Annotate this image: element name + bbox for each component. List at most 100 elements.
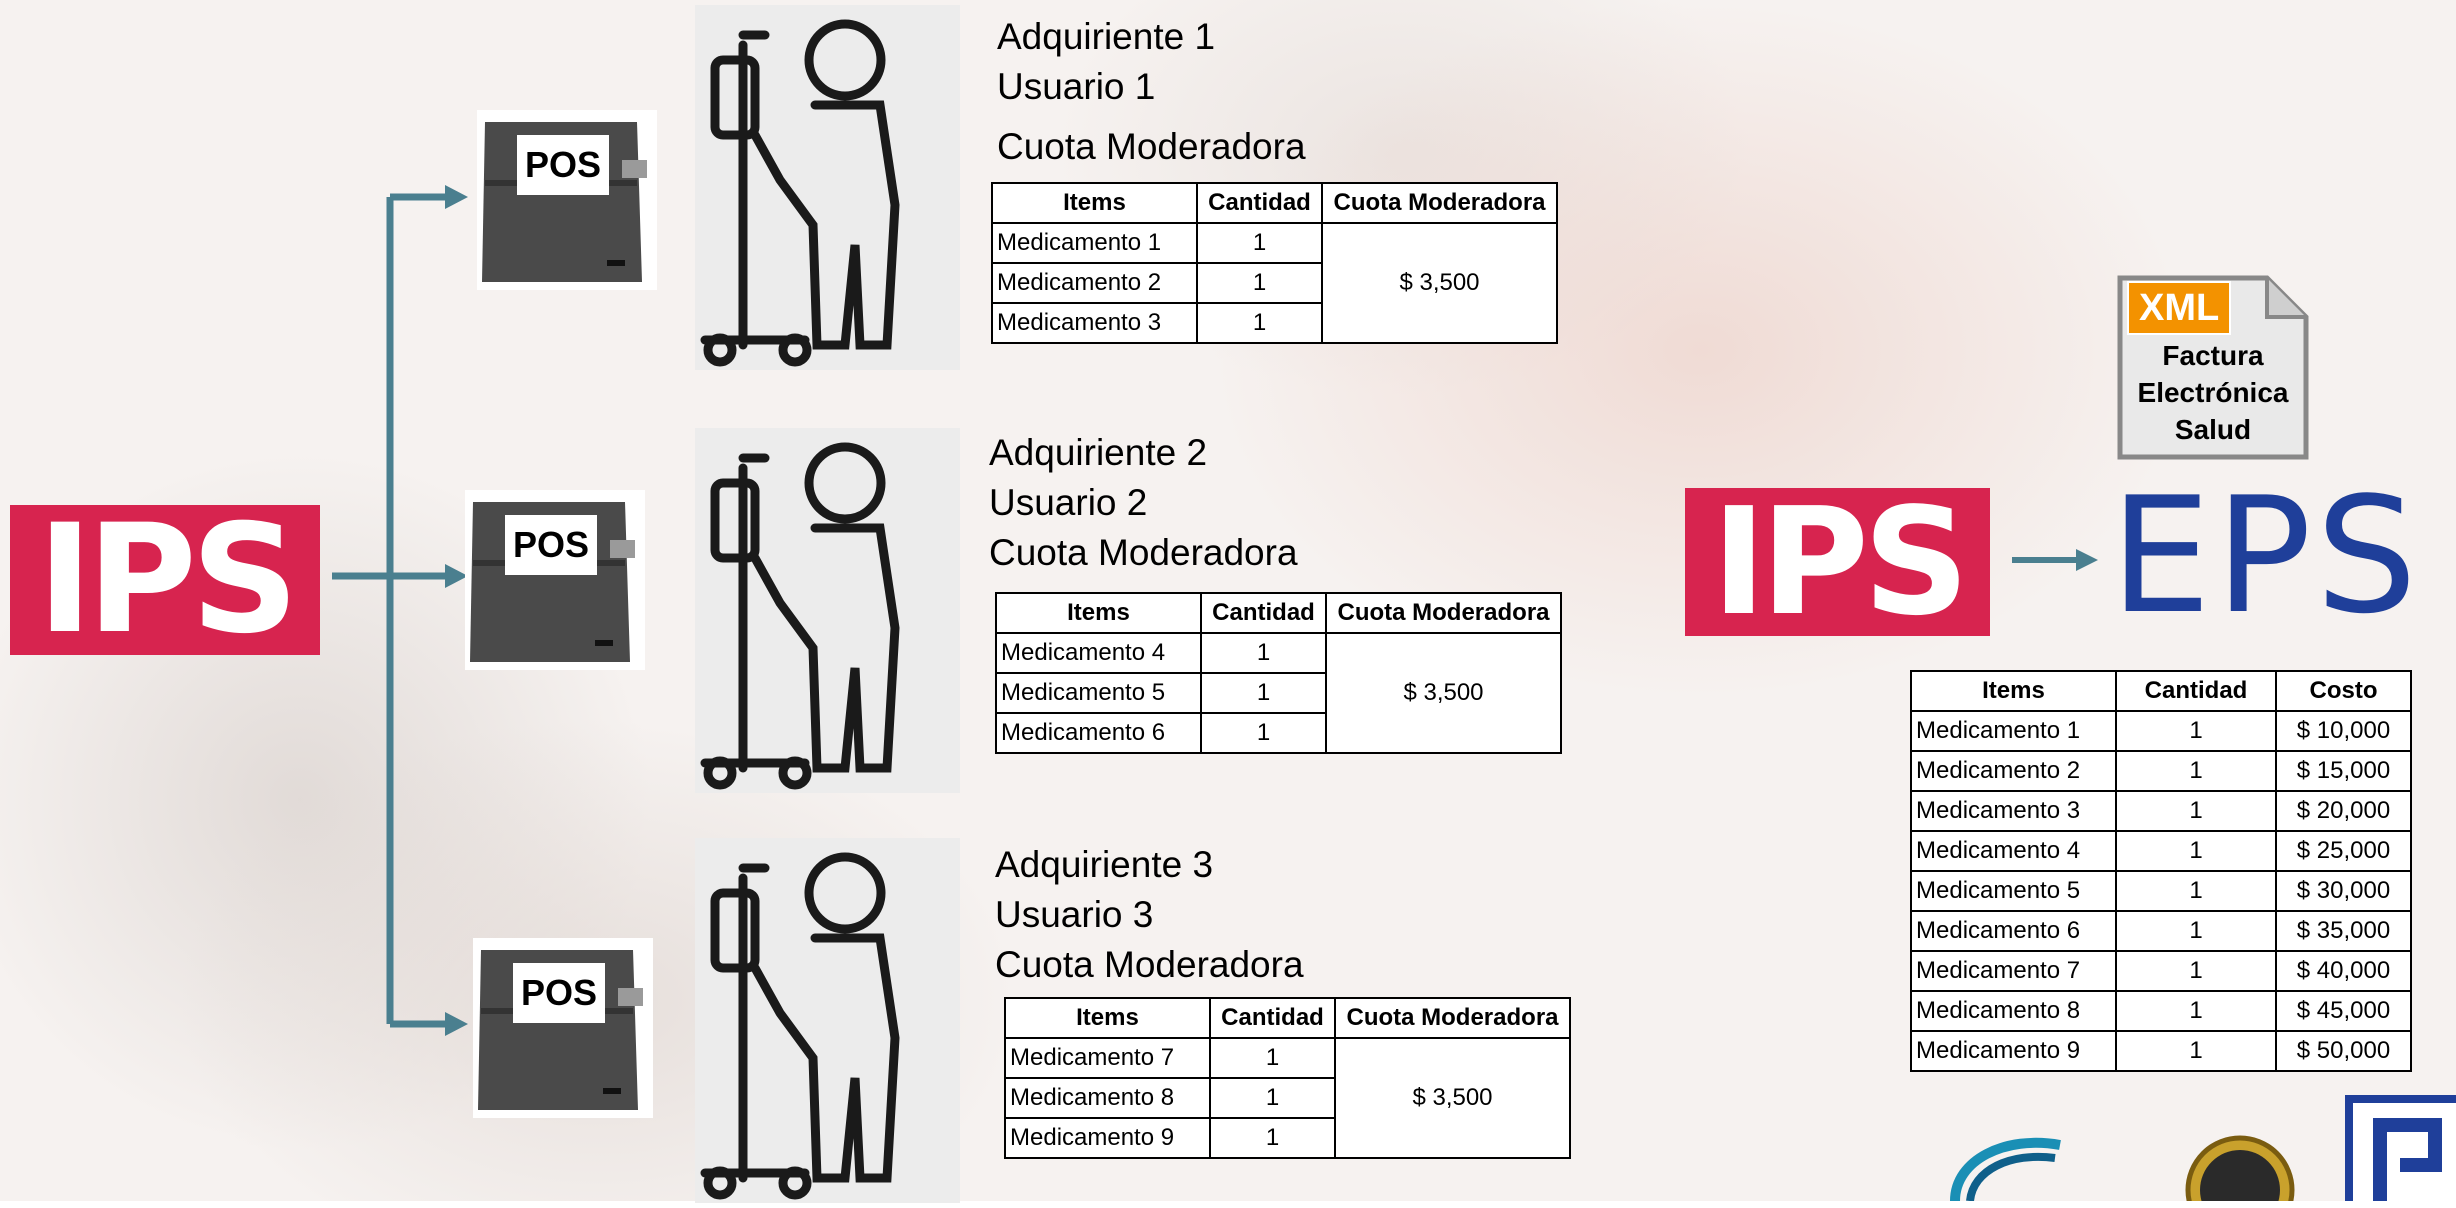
table-row: Medicamento 2 1	[991, 262, 1557, 304]
item-cell: Medicamento 2	[991, 262, 1198, 304]
qty-cell: 1	[2115, 910, 2277, 952]
qty-cell: 1	[1196, 262, 1323, 304]
connector-arrows	[332, 185, 468, 1036]
user-name: Usuario 2	[989, 482, 1148, 523]
item-cell: Medicamento 4	[1910, 830, 2117, 872]
header-items: Items	[1004, 997, 1211, 1039]
header-cantidad: Cantidad	[1209, 997, 1336, 1039]
item-cell: Medicamento 8	[1910, 990, 2117, 1032]
cost-cell: $ 25,000	[2275, 830, 2412, 872]
table-row: Medicamento 5 1	[995, 672, 1561, 714]
cost-cell: $ 10,000	[2275, 710, 2412, 752]
cost-cell: $ 35,000	[2275, 910, 2412, 952]
item-cell: Medicamento 5	[1910, 870, 2117, 912]
qty-cell: 1	[1200, 632, 1327, 674]
acquirer-2-info: Adquiriente 2 Usuario 2 Cuota Moderadora	[989, 428, 1298, 578]
ips-logo-text: IPS	[1711, 476, 1969, 648]
header-cuota: Cuota Moderadora	[1334, 997, 1571, 1039]
xml-caption-line1: Factura	[2162, 340, 2264, 371]
user-name: Usuario 1	[997, 66, 1156, 107]
user-name: Usuario 3	[995, 894, 1154, 935]
table-row: Medicamento 4 1 $ 3,500	[995, 632, 1562, 754]
fee-title: Cuota Moderadora	[995, 944, 1304, 985]
table-row: Medicamento 9 1	[1004, 1117, 1570, 1159]
cost-cell: $ 20,000	[2275, 790, 2412, 832]
acquirer-3-info: Adquiriente 3 Usuario 3 Cuota Moderadora	[995, 840, 1304, 990]
qty-cell: 1	[1196, 222, 1323, 264]
swoosh-logo	[1950, 1137, 2061, 1201]
qty-cell: 1	[1196, 302, 1323, 344]
fee-cell: $ 3,500	[1325, 632, 1562, 754]
ips-logo: IPS	[10, 493, 320, 667]
item-cell: Medicamento 7	[1004, 1037, 1211, 1079]
header-cantidad: Cantidad	[2115, 670, 2277, 712]
cost-cell: $ 40,000	[2275, 950, 2412, 992]
corner-logo	[2345, 1095, 2456, 1201]
header-costo: Costo	[2275, 670, 2412, 712]
item-cell: Medicamento 3	[1910, 790, 2117, 832]
acquirer-1-info: Adquiriente 1 Usuario 1 Cuota Moderadora	[997, 12, 1306, 172]
pos-printer-3: POS	[473, 938, 653, 1118]
eps-logo-text: EPS	[2110, 461, 2422, 649]
item-cell: Medicamento 8	[1004, 1077, 1211, 1119]
table-row: Medicamento 8 1	[1004, 1077, 1570, 1119]
qty-cell: 1	[2115, 1030, 2277, 1072]
patient-icon-3	[695, 838, 960, 1203]
acquirer-name: Adquiriente 3	[995, 844, 1214, 885]
item-cell: Medicamento 2	[1910, 750, 2117, 792]
table-row: Medicamento 3 1	[991, 302, 1557, 344]
acquirer-1-table: Items Cantidad Cuota Moderadora Medicame…	[991, 182, 1558, 344]
acquirer-2-table: Items Cantidad Cuota Moderadora Medicame…	[995, 592, 1562, 754]
xml-caption: Factura Electrónica Salud	[2117, 337, 2309, 448]
qty-cell: 1	[1200, 712, 1327, 754]
header-cantidad: Cantidad	[1196, 182, 1323, 224]
fee-title: Cuota Moderadora	[989, 532, 1298, 573]
header-items: Items	[991, 182, 1198, 224]
ips-logo-text: IPS	[37, 493, 299, 667]
acquirer-3-table: Items Cantidad Cuota Moderadora Medicame…	[1004, 997, 1571, 1159]
acquirer-name: Adquiriente 1	[997, 16, 1216, 57]
item-cell: Medicamento 9	[1910, 1030, 2117, 1072]
item-cell: Medicamento 4	[995, 632, 1202, 674]
fee-cell: $ 3,500	[1321, 222, 1558, 344]
item-cell: Medicamento 7	[1910, 950, 2117, 992]
item-cell: Medicamento 9	[1004, 1117, 1211, 1159]
xml-document: XML Factura Electrónica Salud	[2117, 275, 2309, 460]
xml-caption-line2: Electrónica	[2137, 377, 2289, 408]
qty-cell: 1	[1209, 1077, 1336, 1119]
qty-cell: 1	[1209, 1117, 1336, 1159]
qty-cell: 1	[2115, 990, 2277, 1032]
qty-cell: 1	[2115, 790, 2277, 832]
header-items: Items	[1910, 670, 2117, 712]
item-cell: Medicamento 3	[991, 302, 1198, 344]
table-row: Medicamento 7 1 $ 3,500	[1004, 1037, 1571, 1159]
qty-cell: 1	[2115, 950, 2277, 992]
item-cell: Medicamento 6	[995, 712, 1202, 754]
cost-cell: $ 15,000	[2275, 750, 2412, 792]
pos-label: POS	[517, 135, 609, 195]
qty-cell: 1	[2115, 750, 2277, 792]
item-cell: Medicamento 1	[991, 222, 1198, 264]
pos-label: POS	[505, 515, 597, 575]
xml-caption-line3: Salud	[2174, 414, 2252, 445]
pos-printer-2: POS	[465, 490, 645, 670]
cost-cell: $ 50,000	[2275, 1030, 2412, 1072]
table-row: Medicamento 1 1 $ 3,500	[991, 222, 1558, 344]
pos-printer-1: POS	[477, 110, 657, 290]
header-cantidad: Cantidad	[1200, 592, 1327, 634]
table-row: Medicamento 6 1	[995, 712, 1561, 754]
item-cell: Medicamento 5	[995, 672, 1202, 714]
qty-cell: 1	[2115, 830, 2277, 872]
fee-title: Cuota Moderadora	[997, 126, 1306, 167]
